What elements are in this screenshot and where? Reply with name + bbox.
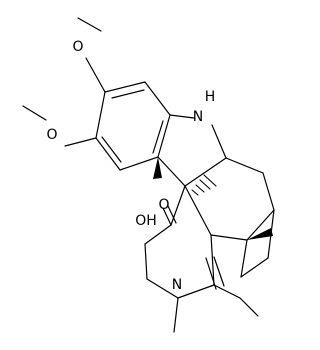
bond-ring-double2 xyxy=(152,120,164,154)
bond-carbonyl1 xyxy=(162,207,172,226)
bond-cage5 xyxy=(184,185,212,236)
bond-lower2 xyxy=(144,224,172,245)
oxygen-left-label: O xyxy=(46,127,57,143)
bond-branch2 xyxy=(239,297,259,317)
oxygen-top-label: O xyxy=(72,39,83,55)
bond-cage2 xyxy=(262,172,275,211)
bond-cage7 xyxy=(240,257,269,278)
bond-ring1 xyxy=(104,81,146,93)
bond-ring4 xyxy=(119,156,159,171)
bond-indole3 xyxy=(184,157,227,187)
molecule-svg: O O N H O N OH xyxy=(22,17,275,333)
bond-lower4 xyxy=(146,278,179,299)
bond-indole2 xyxy=(211,124,227,159)
bond-n-methyl xyxy=(173,297,179,333)
nitrogen-h-label: N xyxy=(193,109,203,125)
bond-ome1-o-ring xyxy=(85,57,106,93)
bond-ring5 xyxy=(95,137,121,171)
bond-lower3 xyxy=(144,243,148,280)
bond-lower6 xyxy=(210,234,215,286)
nitrogen-lower-label: N xyxy=(172,277,182,293)
bond-ring6 xyxy=(95,91,106,139)
bond-lower-double1 xyxy=(205,257,217,290)
bond-ring3 xyxy=(157,114,171,158)
bond-lower1 xyxy=(170,185,186,226)
hash-left-bridge xyxy=(191,174,217,196)
hydrogen-label: H xyxy=(205,89,216,105)
wedge-right-center xyxy=(247,228,273,240)
bond-lower-double2 xyxy=(213,256,225,287)
bond-cage4 xyxy=(210,234,248,241)
bond-ome2-o-ring xyxy=(64,137,97,147)
bond-cage3 xyxy=(246,209,275,241)
bond-ome1-methyl xyxy=(77,17,102,32)
bond-indole1 xyxy=(169,114,195,119)
bond-carbonyl2 xyxy=(167,205,177,224)
bond-lower5 xyxy=(177,284,215,299)
bond-ring-double3 xyxy=(101,136,122,163)
oh-label: OH xyxy=(135,213,157,229)
chemical-structure-diagram: O O N H O N OH xyxy=(22,17,275,333)
bond-cage1 xyxy=(225,157,264,174)
bond-ring2 xyxy=(144,81,171,116)
bond-branch1 xyxy=(213,284,241,299)
wedge-top-center xyxy=(153,157,162,179)
oxygen-center-label: O xyxy=(158,197,169,213)
bond-cage8 xyxy=(240,239,248,278)
bond-ring-double1 xyxy=(111,89,145,99)
bond-indole4 xyxy=(157,156,186,187)
bond-ome2-methyl xyxy=(22,105,47,121)
